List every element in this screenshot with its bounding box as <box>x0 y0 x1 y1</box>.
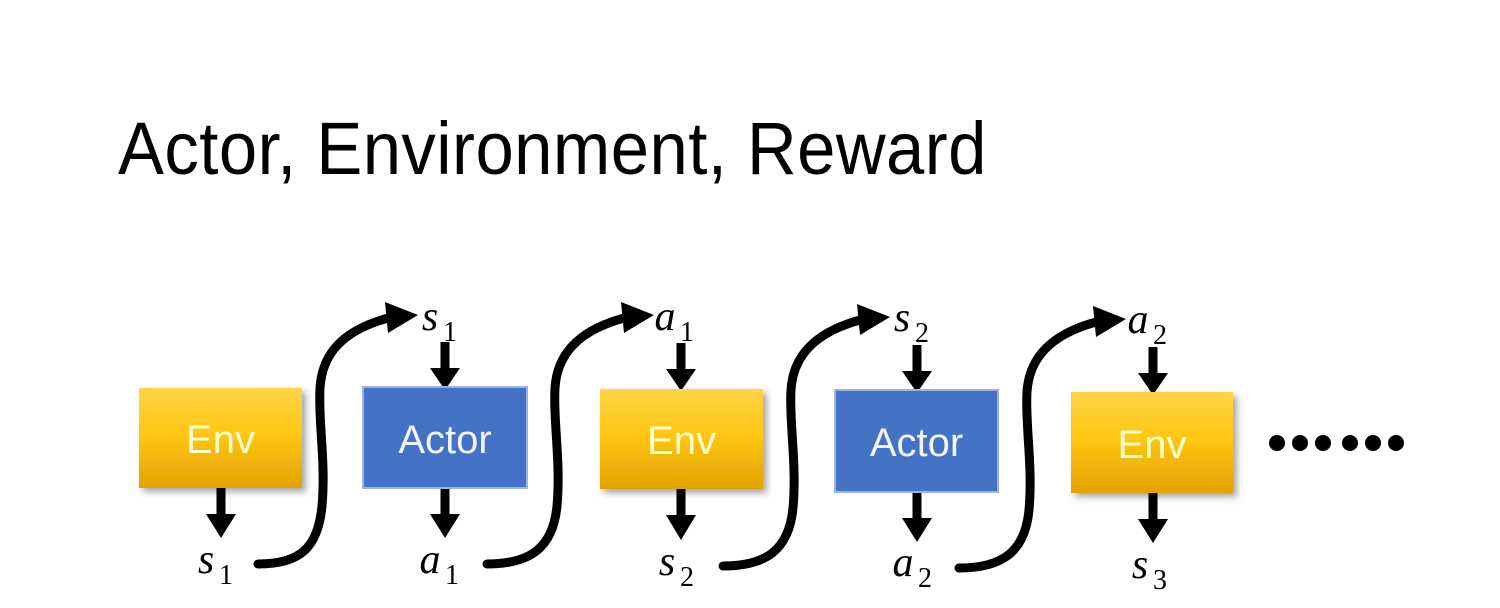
bottom-label-a2-subscript: 2 <box>918 563 932 594</box>
node-actor-1-label: Actor <box>398 418 491 462</box>
continuation-ellipsis-icon <box>1269 435 1404 451</box>
down-arrow-out-actor1 <box>430 488 460 538</box>
node-actor-2-box[interactable] <box>834 389 999 493</box>
bottom-label-s3: s 3 <box>1132 542 1167 596</box>
node-env-1[interactable]: Env <box>139 388 302 488</box>
down-arrow-out-env3 <box>1138 493 1168 543</box>
top-label-a1: a 1 <box>655 294 695 348</box>
page-title: Actor, Environment, Reward <box>118 107 987 190</box>
top-label-a2-base: a <box>1128 297 1149 343</box>
bottom-label-a1-subscript: 1 <box>445 560 459 591</box>
node-env-3-box[interactable] <box>1071 392 1233 493</box>
top-label-a2: a 2 <box>1128 297 1168 351</box>
down-arrow-out-env2 <box>666 489 696 540</box>
node-env-2[interactable]: Env <box>600 389 763 489</box>
bottom-label-s1-subscript: 1 <box>219 560 233 591</box>
down-arrow-out-env1 <box>206 488 236 538</box>
down-arrow-into-actor1 <box>430 342 460 390</box>
top-label-s2: s 2 <box>894 295 929 349</box>
top-label-a2-subscript: 2 <box>1153 320 1167 351</box>
down-arrow-out-actor2 <box>902 492 932 542</box>
node-env-2-label: Env <box>647 419 716 463</box>
flow-curve-s2-arrowhead <box>857 304 890 335</box>
node-env-1-box[interactable] <box>139 388 302 488</box>
bottom-label-s2: s 2 <box>659 539 694 593</box>
flow-curve-s2 <box>718 314 869 571</box>
node-actor-2-label: Actor <box>870 421 963 465</box>
bottom-label-group: s 1 a 1 s 2 a 2 s 3 <box>198 537 1167 596</box>
bottom-label-a1-base: a <box>420 537 441 583</box>
node-env-3-label: Env <box>1118 423 1187 467</box>
bottom-label-s2-subscript: 2 <box>680 562 694 593</box>
node-actor-1-box[interactable] <box>362 386 528 489</box>
node-actor-1[interactable]: Actor <box>362 386 528 489</box>
top-label-s2-subscript: 2 <box>915 318 929 349</box>
flow-curve-a2 <box>954 316 1105 573</box>
bottom-label-s3-subscript: 3 <box>1153 565 1167 596</box>
down-arrow-into-env2 <box>666 343 696 391</box>
node-env-2-box[interactable] <box>600 389 763 489</box>
top-label-group: s 1 a 1 s 2 a 2 <box>422 294 1167 351</box>
flow-curve-a2-arrowhead <box>1093 306 1126 337</box>
bottom-label-s3-base: s <box>1132 542 1148 588</box>
bottom-label-a2-base: a <box>893 540 914 586</box>
down-arrow-group <box>206 342 1168 543</box>
down-arrow-into-env3 <box>1138 347 1168 395</box>
node-env-1-label: Env <box>186 418 255 462</box>
top-label-s1-subscript: 1 <box>443 317 457 348</box>
top-label-s1: s 1 <box>422 294 457 348</box>
top-label-s2-base: s <box>894 295 910 341</box>
node-actor-2[interactable]: Actor <box>834 389 999 493</box>
flow-curve-a1 <box>482 312 633 569</box>
flow-curve-group <box>253 302 1126 573</box>
flow-curve-s1-arrowhead <box>385 302 418 333</box>
flow-curve-a1-arrowhead <box>621 302 654 333</box>
bottom-label-s2-base: s <box>659 539 675 585</box>
top-label-a1-base: a <box>655 294 676 340</box>
node-env-3[interactable]: Env <box>1071 392 1233 493</box>
bottom-label-a1: a 1 <box>420 537 460 591</box>
bottom-label-a2: a 2 <box>893 540 933 594</box>
top-label-s1-base: s <box>422 294 438 340</box>
bottom-label-s1: s 1 <box>198 537 233 591</box>
top-label-a1-subscript: 1 <box>680 317 694 348</box>
flow-curve-s1 <box>253 312 397 569</box>
bottom-label-s1-base: s <box>198 537 214 583</box>
node-group: Env Actor Env Actor Env <box>139 386 1233 493</box>
down-arrow-into-actor2 <box>902 345 932 393</box>
